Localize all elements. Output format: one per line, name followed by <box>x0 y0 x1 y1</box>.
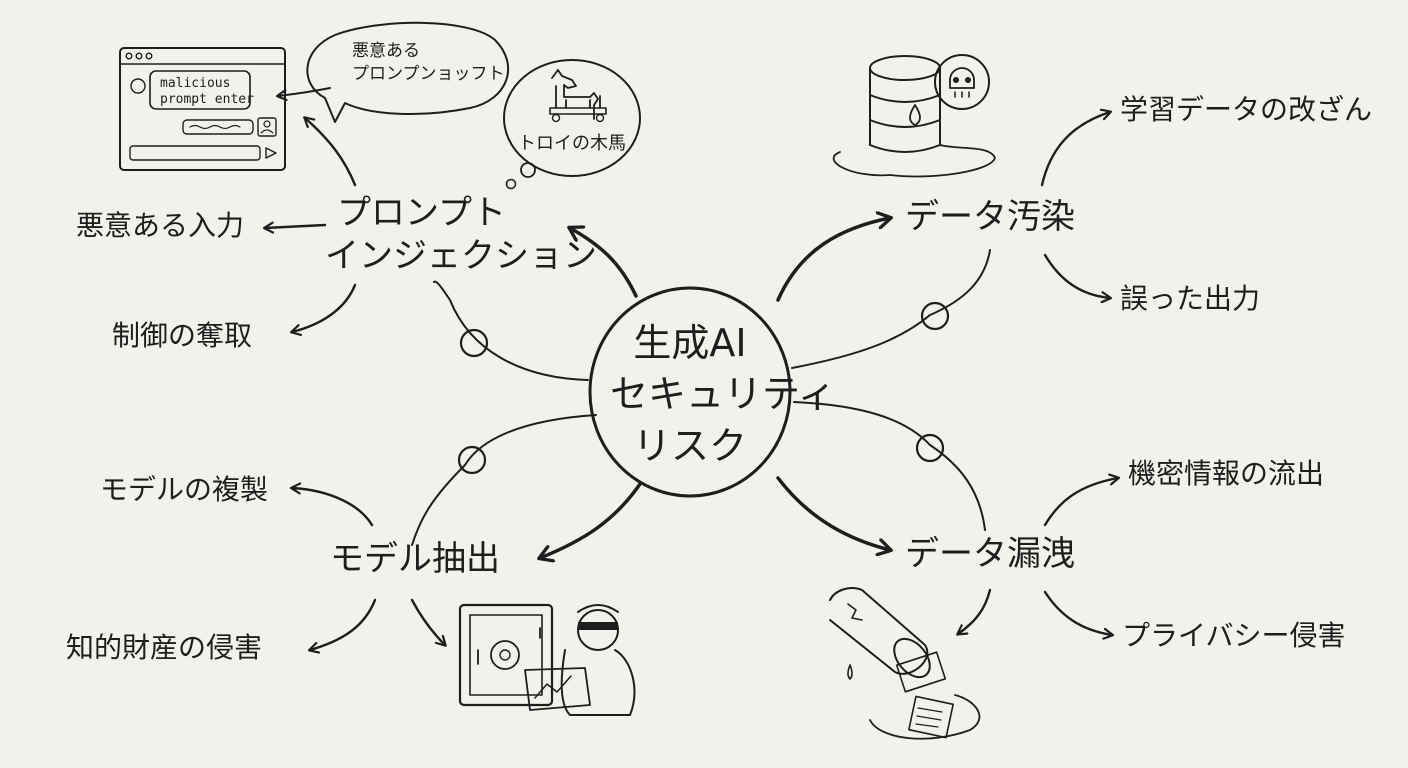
node-dot <box>915 433 945 463</box>
connector-to-model-extraction <box>540 482 642 558</box>
speech-bubble-shape <box>278 21 510 123</box>
sub-control-hijack: 制御の奪取 <box>112 319 253 352</box>
speech-bubble-text: 悪意ある プロンプンョッフト <box>352 40 505 86</box>
sub-confidential-leak: 機密情報の流出 <box>1128 457 1325 490</box>
chat-window-illustration <box>119 47 286 171</box>
node-dot <box>920 301 950 331</box>
topic-prompt-injection-line2: インジェクション <box>325 235 597 276</box>
connector-to-data-leakage <box>776 476 890 550</box>
safe-thief-illustration <box>458 603 636 716</box>
center-line-1: 生成AI <box>633 321 747 365</box>
sub-training-data-tampering: 学習データの改ざん <box>1120 93 1373 126</box>
window-text-line2: prompt enter <box>160 92 254 108</box>
sub-ip-infringement: 知的財産の侵害 <box>66 631 263 664</box>
topic-model-extraction: モデル抽出 <box>330 539 500 579</box>
topic-data-leakage: データ漏洩 <box>905 534 1075 574</box>
sub-wrong-output: 誤った出力 <box>1120 282 1261 315</box>
topic-data-poisoning: データ汚染 <box>905 197 1075 237</box>
sub-model-replication: モデルの複製 <box>100 473 269 506</box>
center-line-2: セキュリティ <box>610 372 836 417</box>
window-text: malicious prompt enter <box>160 76 254 109</box>
center-line-3: リスク <box>632 423 747 468</box>
window-text-line1: malicious <box>160 76 231 91</box>
trojan-label: トロイの木馬 <box>518 133 626 154</box>
poisoned-database-illustration <box>832 54 996 178</box>
connector-to-data-poisoning <box>776 218 890 302</box>
topic-prompt-injection: プロンプト インジェクション <box>325 192 597 277</box>
connector-to-prompt-injection <box>570 228 638 298</box>
sub-privacy-violation: プライバシー侵害 <box>1122 619 1346 652</box>
trojan-bubble-shape <box>503 59 641 190</box>
topic-prompt-injection-line1: プロンプト <box>337 193 506 233</box>
node-dot <box>457 445 487 475</box>
speech-bubble-line1: 悪意ある <box>352 41 420 61</box>
leaking-bucket-illustration <box>829 587 981 740</box>
sub-malicious-input: 悪意ある入力 <box>76 209 245 242</box>
center-circle <box>588 286 792 498</box>
center-topic: 生成AI セキュリティ リスク <box>610 318 836 472</box>
speech-bubble-line2: プロンプンョッフト <box>352 63 505 84</box>
node-dot <box>459 328 489 358</box>
